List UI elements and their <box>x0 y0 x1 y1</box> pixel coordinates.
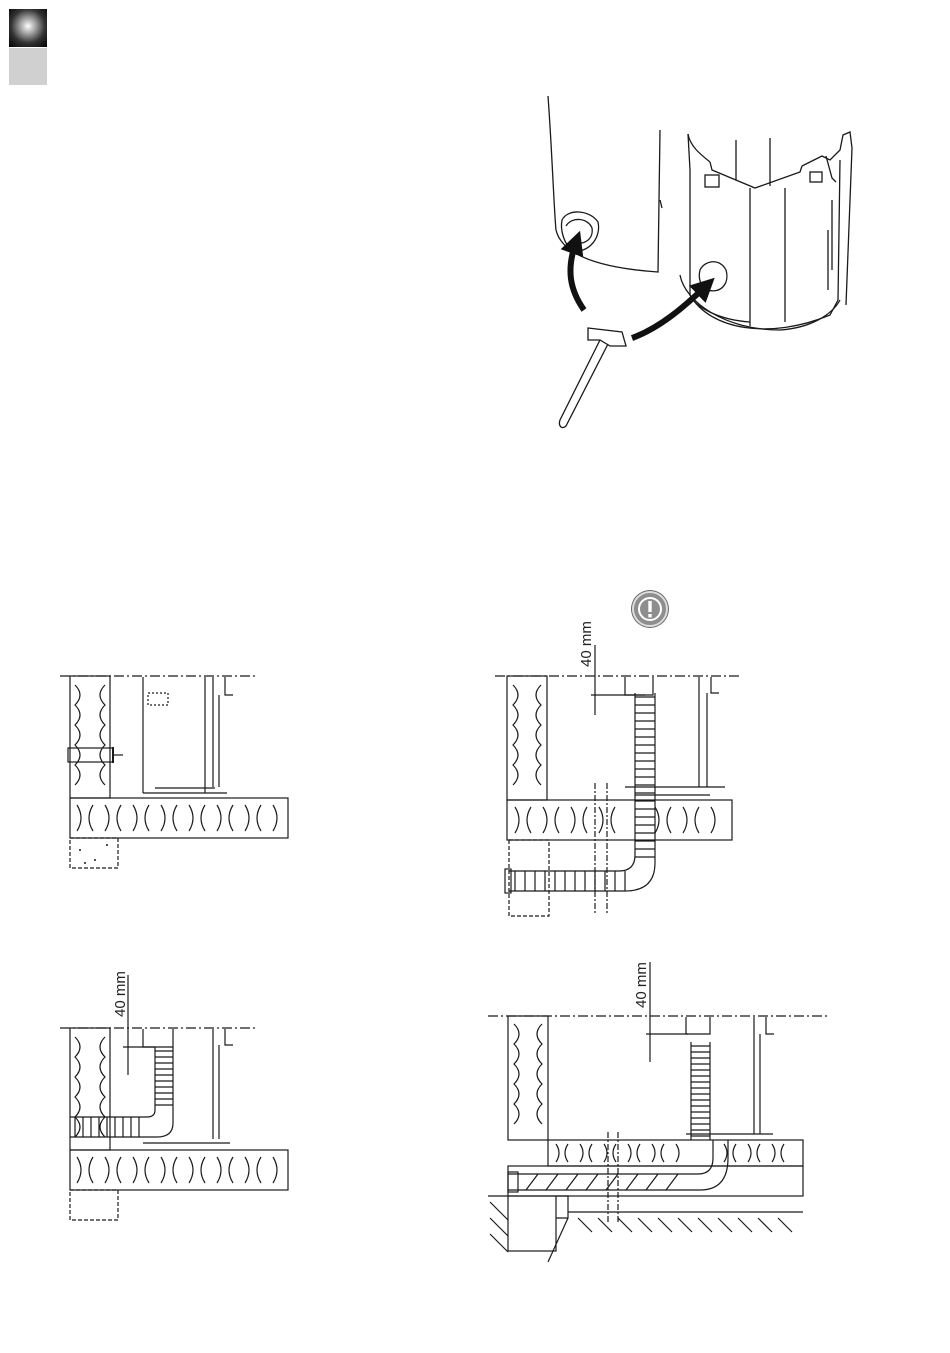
dimension-label: 40 mm <box>578 621 595 667</box>
figure-ground-duct: 40 mm <box>488 962 833 1267</box>
figure-wall-outlet <box>55 665 300 875</box>
figure-wall-duct: 40 mm <box>55 965 300 1225</box>
figure-floor-duct: 40 mm <box>495 615 750 920</box>
dimension-label: 40 mm <box>112 971 129 1017</box>
dimension-label: 40 mm <box>633 962 650 1008</box>
grey-tab-square <box>9 48 47 85</box>
orb-icon <box>9 9 47 47</box>
side-tab <box>9 9 47 85</box>
heater-knockout-illustration <box>540 90 860 440</box>
